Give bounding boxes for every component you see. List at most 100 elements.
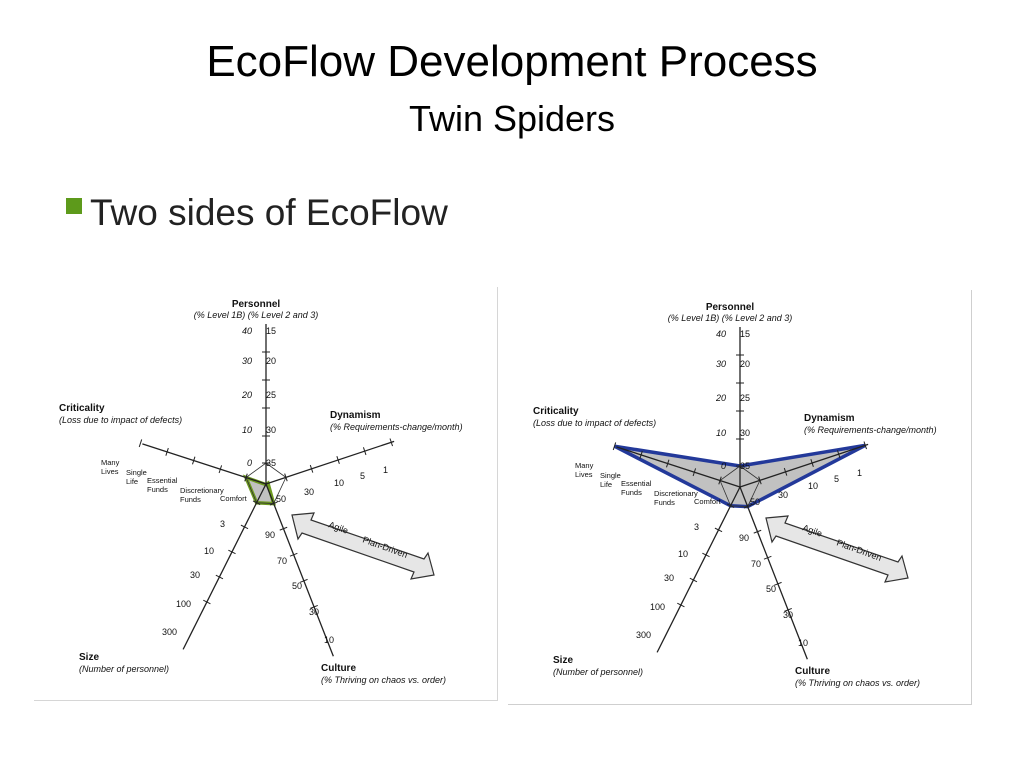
dynamism-tick: 30 — [304, 487, 314, 497]
axis-tick — [203, 599, 211, 605]
criticality-axis-subtitle: (Loss due to impact of defects) — [533, 418, 656, 428]
axis-line-criticality — [142, 443, 267, 485]
culture-tick: 30 — [783, 610, 793, 620]
personnel-tick-a: 30 — [242, 356, 252, 366]
personnel-tick-b: 20 — [740, 359, 750, 369]
axis-tick — [228, 549, 236, 555]
personnel-tick-b: 25 — [266, 390, 276, 400]
personnel-axis-title: Personnel — [232, 299, 281, 310]
personnel-tick-b: 15 — [266, 326, 276, 336]
criticality-axis-title: Criticality — [533, 406, 579, 417]
axis-tick — [753, 529, 762, 534]
slide-subtitle: Twin Spiders — [408, 98, 616, 139]
personnel-tick-a: 10 — [716, 428, 726, 438]
axis-line-criticality — [616, 446, 741, 488]
size-tick: 100 — [650, 602, 665, 612]
culture-tick: 90 — [739, 533, 749, 543]
axis-tick — [718, 476, 722, 485]
axis-tick — [702, 552, 710, 558]
axis-tick — [240, 524, 249, 530]
size-axis-subtitle: (Number of personnel) — [553, 667, 643, 677]
axis-tick — [666, 459, 670, 468]
dynamism-tick: 10 — [334, 478, 344, 488]
culture-tick: 30 — [309, 607, 319, 617]
axis-tick — [692, 468, 697, 477]
size-tick: 100 — [176, 599, 191, 609]
dynamism-tick: 1 — [383, 465, 388, 475]
axis-line-dynamism — [739, 443, 869, 488]
culture-tick: 50 — [292, 581, 302, 591]
culture-axis-title: Culture — [795, 666, 830, 677]
personnel-tick-a: 20 — [241, 390, 252, 400]
axis-tick — [192, 456, 196, 465]
dynamism-axis-title: Dynamism — [804, 413, 855, 424]
slide-title: EcoFlow Development Process — [206, 37, 818, 86]
criticality-tick: Comfort — [694, 497, 722, 506]
dynamism-tick: 1 — [857, 468, 862, 478]
size-tick: 3 — [220, 519, 225, 529]
culture-tick: 70 — [751, 559, 761, 569]
personnel-tick-b: 15 — [740, 329, 750, 339]
inner-web — [719, 465, 761, 507]
size-tick: 300 — [162, 627, 177, 637]
personnel-tick-b: 20 — [266, 356, 276, 366]
axis-tick — [758, 476, 762, 485]
axis-tick — [783, 467, 788, 476]
axis-tick — [362, 447, 367, 456]
personnel-tick-a: 40 — [716, 329, 726, 339]
axis-tick — [309, 464, 314, 473]
axis-tick — [810, 459, 814, 467]
size-axis-subtitle: (Number of personnel) — [79, 664, 169, 674]
personnel-axis-subtitle: (% Level 1B) (% Level 2 and 3) — [194, 310, 319, 320]
axis-tick — [310, 604, 318, 609]
personnel-tick-b: 35 — [740, 461, 750, 471]
axis-line-dynamism — [265, 440, 395, 485]
axis-tick — [138, 439, 143, 448]
axis-tick — [215, 574, 224, 580]
culture-tick: 50 — [766, 584, 776, 594]
culture-tick: 90 — [265, 530, 275, 540]
criticality-tick: Comfort — [220, 494, 248, 503]
personnel-tick-a: 0 — [247, 458, 252, 468]
size-axis-title: Size — [553, 655, 573, 666]
axis-tick — [689, 577, 698, 583]
personnel-tick-a: 10 — [242, 425, 252, 435]
personnel-axis-title: Personnel — [706, 302, 755, 313]
axis-line-size — [656, 486, 741, 653]
culture-tick: 10 — [798, 638, 808, 648]
agile-plan-driven-arrow — [291, 512, 435, 580]
inner-web — [245, 462, 287, 504]
criticality-axis-title: Criticality — [59, 403, 105, 414]
size-axis-title: Size — [79, 652, 99, 663]
axis-tick — [836, 450, 841, 459]
axis-tick — [714, 527, 723, 533]
dynamism-tick: 5 — [360, 471, 365, 481]
dynamism-tick: 50 — [750, 497, 760, 507]
personnel-tick-a: 0 — [721, 461, 726, 471]
bullet-text: Two sides of EcoFlow — [90, 192, 448, 233]
personnel-axis-subtitle: (% Level 1B) (% Level 2 and 3) — [668, 313, 793, 323]
personnel-tick-a: 40 — [242, 326, 252, 336]
axis-tick — [763, 555, 772, 560]
size-tick: 3 — [694, 522, 699, 532]
axis-tick — [279, 526, 288, 531]
axis-tick — [252, 500, 261, 506]
personnel-tick-b: 30 — [740, 428, 750, 438]
axis-line-culture — [265, 483, 334, 657]
dynamism-tick: 10 — [808, 481, 818, 491]
axis-tick — [269, 501, 278, 506]
dynamism-tick: 30 — [778, 490, 788, 500]
axis-tick — [165, 447, 169, 456]
axis-tick — [743, 504, 752, 509]
axis-tick — [784, 607, 792, 612]
